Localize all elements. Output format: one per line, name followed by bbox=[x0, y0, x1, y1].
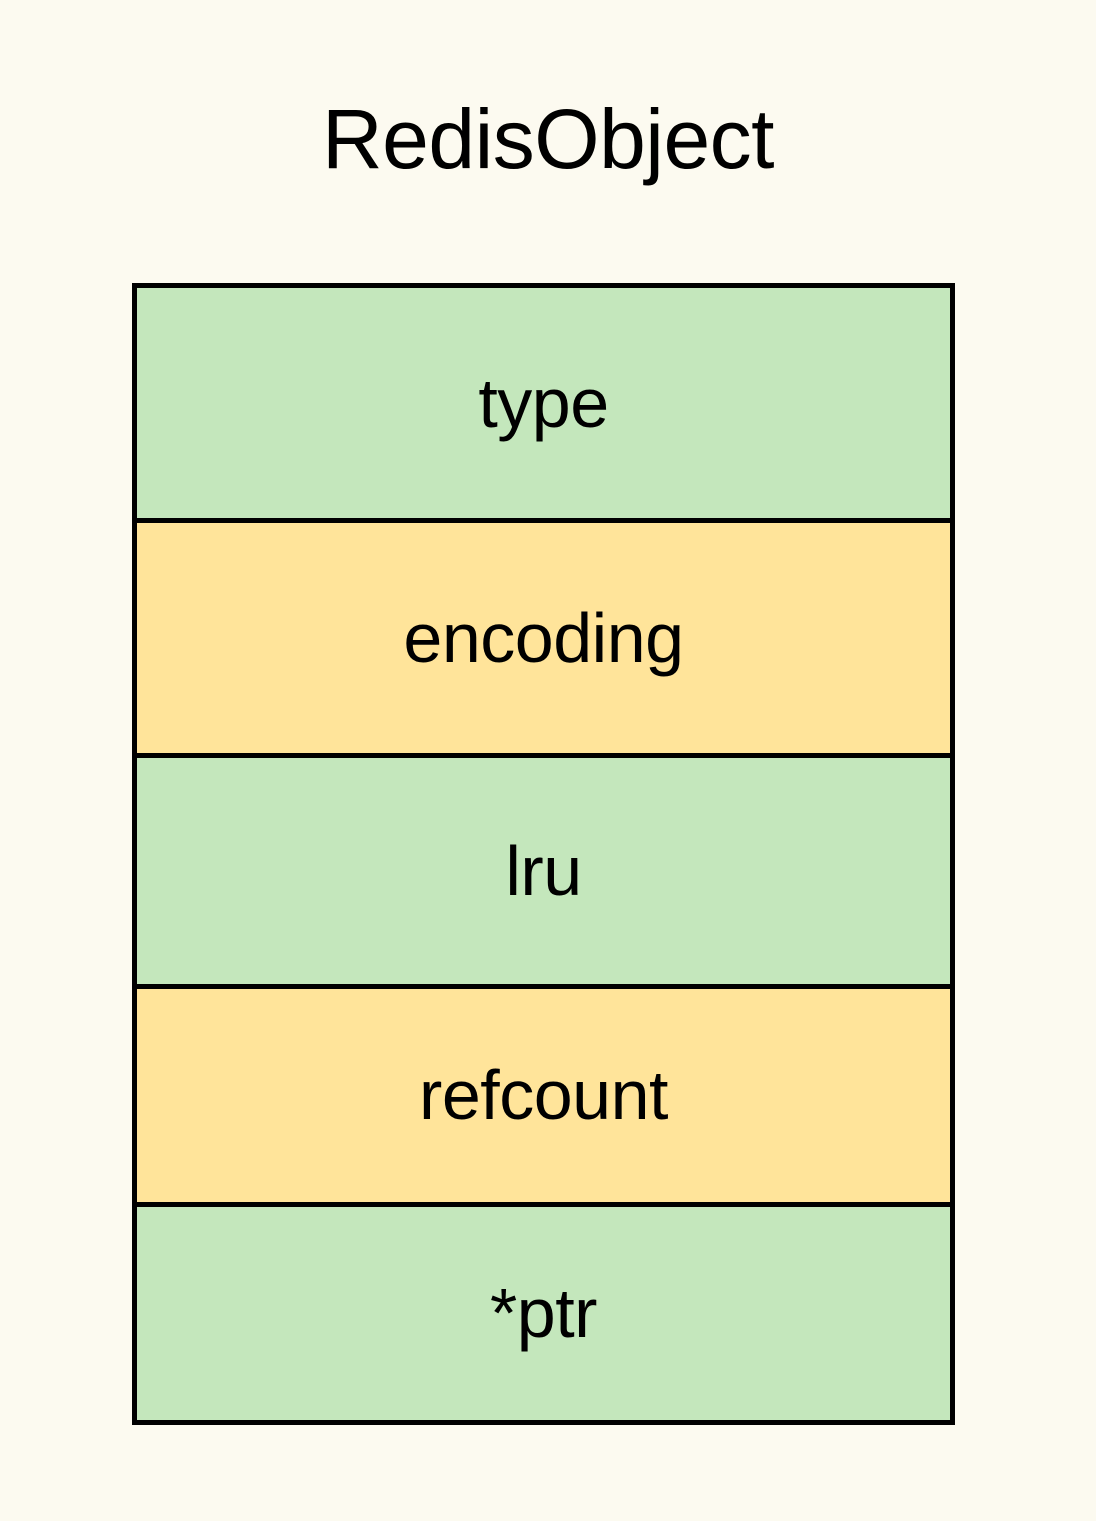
struct-field-row: type bbox=[137, 288, 950, 518]
page-title: RedisObject bbox=[321, 92, 775, 186]
struct-field-row: encoding bbox=[137, 517, 950, 753]
struct-field-label: lru bbox=[505, 831, 582, 910]
struct-field-label: type bbox=[478, 363, 609, 442]
struct-field-label: *ptr bbox=[490, 1274, 597, 1353]
struct-field-row: lru bbox=[137, 752, 950, 984]
struct-field-label: refcount bbox=[419, 1056, 668, 1135]
struct-field-row: *ptr bbox=[137, 1201, 950, 1420]
struct-field-row: refcount bbox=[137, 983, 950, 1202]
struct-layout-box: type encoding lru refcount *ptr bbox=[132, 283, 955, 1425]
struct-field-label: encoding bbox=[403, 598, 684, 677]
